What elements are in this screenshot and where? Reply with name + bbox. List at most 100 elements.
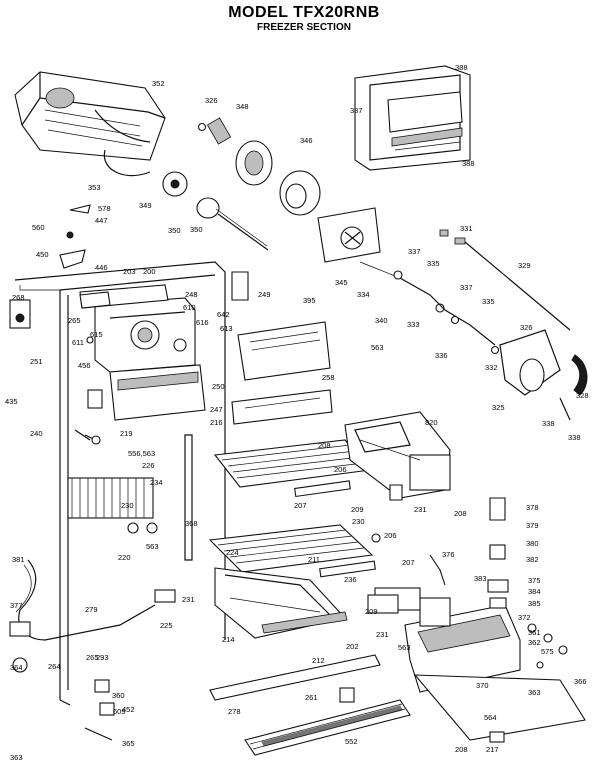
part-label-375: 375 (528, 576, 541, 585)
part-label-231: 231 (414, 505, 427, 514)
control-housing-drawing (374, 587, 586, 741)
section-subtitle: FREEZER SECTION (257, 22, 351, 33)
part-label-376: 376 (442, 550, 455, 559)
part-label-226: 226 (142, 461, 155, 470)
part-label-202: 202 (346, 642, 359, 651)
part-label-331: 331 (460, 224, 473, 233)
part-label-379: 379 (526, 521, 539, 530)
part-label-611: 611 (72, 338, 84, 347)
part-label-261: 261 (305, 693, 318, 702)
part-label-613: 613 (220, 324, 233, 333)
part-label-348: 348 (236, 102, 249, 111)
part-label-231: 231 (182, 595, 195, 604)
part-label-206: 206 (384, 531, 397, 540)
part-label-384: 384 (528, 587, 541, 596)
part-label-220: 220 (118, 553, 131, 562)
part-label-578: 578 (98, 204, 111, 213)
part-label-446: 446 (95, 263, 108, 272)
part-label-575: 575 (541, 647, 554, 656)
part-label-346: 346 (300, 136, 313, 145)
part-label-328: 328 (576, 391, 589, 400)
part-label-212: 212 (312, 656, 325, 665)
part-label-552: 552 (345, 737, 358, 746)
part-label-560: 560 (32, 223, 45, 232)
part-label-268: 268 (12, 293, 25, 302)
evaporator-coil-drawing (67, 434, 193, 561)
part-label-362: 362 (528, 638, 541, 647)
part-label-563: 563 (371, 343, 384, 352)
auger-parts-drawing (162, 117, 321, 251)
part-label-208: 208 (454, 509, 467, 518)
part-label-234: 234 (150, 478, 163, 487)
part-label-208: 208 (455, 745, 468, 754)
part-label-278: 278 (228, 707, 241, 716)
part-label-378: 378 (526, 503, 539, 512)
part-label-642: 642 (217, 310, 230, 319)
part-label-366: 366 (574, 677, 587, 686)
part-label-381: 381 (12, 555, 25, 564)
part-label-395: 395 (303, 296, 316, 305)
part-label-258: 258 (322, 373, 335, 382)
part-label-329: 329 (518, 261, 531, 270)
part-label-247: 247 (210, 405, 223, 414)
part-label-556-563: 556,563 (128, 449, 155, 458)
part-label-377: 377 (10, 601, 23, 610)
part-label-334: 334 (357, 290, 370, 299)
part-label-610: 610 (183, 303, 196, 312)
part-label-435: 435 (5, 397, 18, 406)
part-label-361: 361 (528, 628, 541, 637)
part-label-335: 335 (482, 297, 495, 306)
part-label-349: 349 (139, 201, 152, 210)
part-label-337: 337 (408, 247, 421, 256)
part-label-225: 225 (160, 621, 173, 630)
part-label-335: 335 (427, 259, 440, 268)
part-label-293: 293 (96, 653, 109, 662)
part-label-615: 615 (90, 330, 103, 339)
drain-tube-drawing (15, 559, 156, 641)
part-label-340: 340 (375, 316, 388, 325)
part-label-609: 609 (113, 707, 126, 716)
part-label-370: 370 (476, 681, 489, 690)
part-label-211: 211 (308, 555, 320, 564)
part-label-333: 333 (407, 320, 420, 329)
part-label-264: 264 (48, 662, 61, 671)
part-label-388: 388 (462, 159, 475, 168)
part-label-326: 326 (205, 96, 218, 105)
part-label-365: 365 (122, 739, 135, 748)
part-label-336: 336 (435, 351, 448, 360)
part-label-563: 563 (398, 643, 411, 652)
part-label-236: 236 (344, 575, 357, 584)
part-label-203: 203 (123, 267, 136, 276)
part-label-332: 332 (485, 363, 498, 372)
part-label-337: 337 (460, 283, 473, 292)
part-label-388: 388 (455, 63, 468, 72)
part-label-380: 380 (526, 539, 539, 548)
part-label-325: 325 (492, 403, 505, 412)
part-label-251: 251 (30, 357, 43, 366)
part-label-230: 230 (121, 501, 134, 510)
part-label-385: 385 (528, 599, 541, 608)
part-label-382: 382 (526, 555, 539, 564)
part-label-363: 363 (528, 688, 541, 697)
part-label-231: 231 (376, 630, 389, 639)
part-label-279: 279 (85, 605, 98, 614)
part-label-230: 230 (352, 517, 365, 526)
part-label-372: 372 (518, 613, 531, 622)
model-title: MODEL TFX20RNB (228, 4, 380, 21)
part-label-564: 564 (484, 713, 497, 722)
part-label-368: 368 (185, 519, 198, 528)
ice-bucket-drawing (14, 71, 166, 177)
part-label-563: 563 (146, 542, 159, 551)
rail-and-grille-drawing (209, 654, 411, 756)
part-label-250: 250 (212, 382, 225, 391)
part-label-450: 450 (36, 250, 49, 259)
duct-panel-drawing (231, 271, 333, 425)
part-label-447: 447 (95, 216, 108, 225)
part-label-219: 219 (120, 429, 133, 438)
part-label-353: 353 (88, 183, 101, 192)
part-number-labels: 3523263483463873883883533493505784475604… (5, 63, 589, 762)
ice-basket-drawing (214, 567, 348, 639)
part-label-338: 338 (568, 433, 581, 442)
